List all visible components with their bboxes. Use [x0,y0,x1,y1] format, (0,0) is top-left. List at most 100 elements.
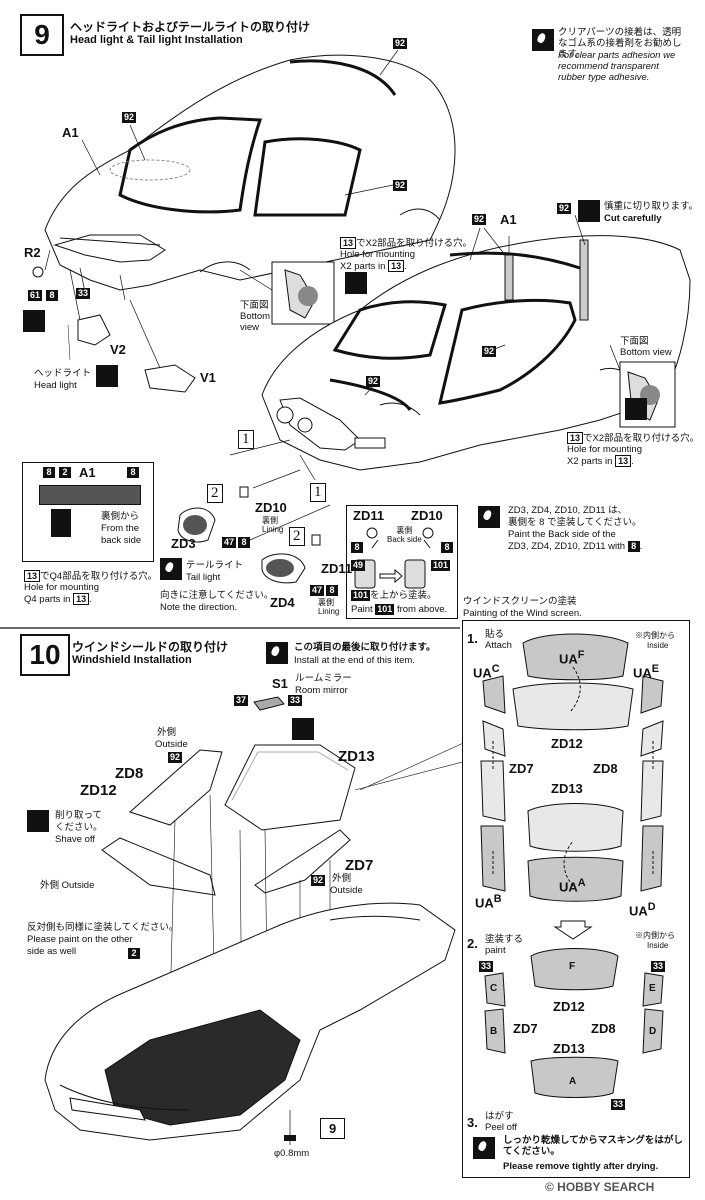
back-side-en2: back side [101,535,142,546]
paint-8-a: 8 [238,537,250,548]
shave-icon [27,810,49,832]
ws-step2-jp: 塗装する [485,934,524,945]
inset-from-above-jp: を上から塗装。 [370,590,437,601]
label-zd4: ZD4 [270,595,295,610]
lining-en-2: Lining [318,607,340,616]
paint-back-8: 8 [627,541,640,552]
taillight-jp: テールライト [186,560,244,571]
a1-detail-label: A1 [79,465,96,480]
step-10-number: 10 [20,634,70,676]
outside-jp: 外側 [157,727,177,738]
step-10-title-jp: ウインドシールドの取り付け [72,640,229,654]
ws-step1-num: 1. [467,631,478,646]
ws-inside2-en: Inside [647,941,669,950]
windscreen-panel: 1. 貼る Attach ※内側から Inside UAF UAC UAE ZD… [462,620,690,1178]
hole-x2-right-jp: でX2部品を取り付ける穴。 [583,433,700,444]
ws-33-left: 33 [479,961,494,972]
direction-en: Note the direction. [160,602,238,613]
ws-remove-en: Please remove tightly after drying. [503,1161,659,1172]
lining-jp-2: 裏側 [318,598,334,607]
ws-circ2-c: C [490,983,498,994]
ws-zd8b: ZD8 [591,1021,616,1036]
ws-circ2-a: A [569,1076,577,1087]
shave-jp2: ください。 [55,822,103,833]
paint-92-g: 92 [366,376,381,387]
ws-step2-num: 2. [467,936,478,951]
other-side-en2: side as well [27,946,77,957]
label-s1: S1 [272,676,288,691]
paint-back-jp: ZD3, ZD4, ZD10, ZD11 は、 [508,505,628,516]
paint-icon-2 [478,506,500,528]
ws-ua-c-text: UA [473,665,492,681]
ws-circ-a: A [577,877,586,889]
paint-33-mirror: 33 [288,695,303,706]
q4-en1: Hole for mounting [24,582,99,593]
label-a1-right: A1 [500,212,517,227]
part-13-ref-6: 13 [73,593,90,605]
q4-en2: Q4 parts in [24,594,71,605]
cement-icon-4 [625,398,647,420]
ws-ua-f: UAF [559,649,584,666]
ws-circ-b: B [493,893,502,905]
cement-icon-2 [96,365,118,387]
roman-1-a: 1 [238,430,254,449]
hole-x2-en1: Hole for mounting [340,249,415,260]
paint-92-e: 92 [557,203,572,214]
inset-back-en: Back side [387,535,422,544]
ws-circ-c: C [491,663,500,675]
ws-ua-d-text: UA [629,903,648,919]
ws-zd12: ZD12 [551,736,583,751]
label-zd11: ZD11 [321,561,353,576]
room-mirror-jp: ルームミラー [295,673,352,684]
paint-8: 8 [46,290,58,301]
step-9-number: 9 [20,14,64,56]
bottom-view-right-en: Bottom view [620,347,672,358]
ws-step3-jp: はがす [485,1111,514,1122]
roman-1-b: 1 [310,483,326,502]
hole-x2-right-en1: Hole for mounting [567,444,642,455]
ws-zd7b: ZD7 [513,1021,538,1036]
paint-92-f: 92 [482,346,497,357]
inset-8b: 8 [441,542,453,553]
paint-92-zd7: 92 [311,875,326,886]
install-end-en: Install at the end of this item. [294,655,415,666]
inset-49: 49 [351,560,366,571]
label-zd12: ZD12 [80,782,117,799]
ws-zd7: ZD7 [509,761,534,776]
ws-ua-a: UAA [559,877,586,894]
paint-back-note: ZD3, ZD4, ZD10, ZD11 は、 裏側を 8 で塗装してください。… [508,505,643,552]
cement-icon-mirror [292,718,314,740]
roman-2-b: 2 [289,527,305,546]
label-r2: R2 [24,245,41,260]
paint-word: Paint [351,604,373,615]
paint-92-d: 92 [472,214,487,225]
hole-x2-jp: でX2部品を取り付ける穴。 [356,238,473,249]
hole-x2-en2: X2 parts in [340,261,386,272]
ws-remove-jp: しっかり乾燥してからマスキングをはがしてください。 [503,1135,683,1157]
paint-61: 61 [28,290,43,301]
ws-ua-b-text: UA [475,895,494,911]
a1-rear-view-icon [51,509,71,537]
ws-ua-e-text: UA [633,665,652,681]
windscreen-shapes [480,633,664,1098]
taillight-en: Tail light [186,572,221,583]
step-9-title-jp: ヘッドライトおよびテールライトの取り付け [70,20,311,34]
ws-ua-f-text: UA [559,651,578,667]
a1-detail-box: 8 2 A1 8 裏側から From the back side [22,462,154,562]
clear-note-jp: クリアパーツの接着は、透明なゴム系の接着剤をお勧めします。 [558,27,682,60]
paint-8-b: 8 [326,585,338,596]
ws-circ2-e: E [649,983,656,994]
outside-en: Outside [155,739,188,750]
bottom-view-left-en2: view [240,322,260,333]
outside2-jp: 外側 [332,873,352,884]
label-v2: V2 [110,342,126,357]
ws-zd8: ZD8 [593,761,618,776]
shave-en: Shave off [55,834,95,845]
step-9-title-en: Head light & Tail light Installation [70,34,243,46]
